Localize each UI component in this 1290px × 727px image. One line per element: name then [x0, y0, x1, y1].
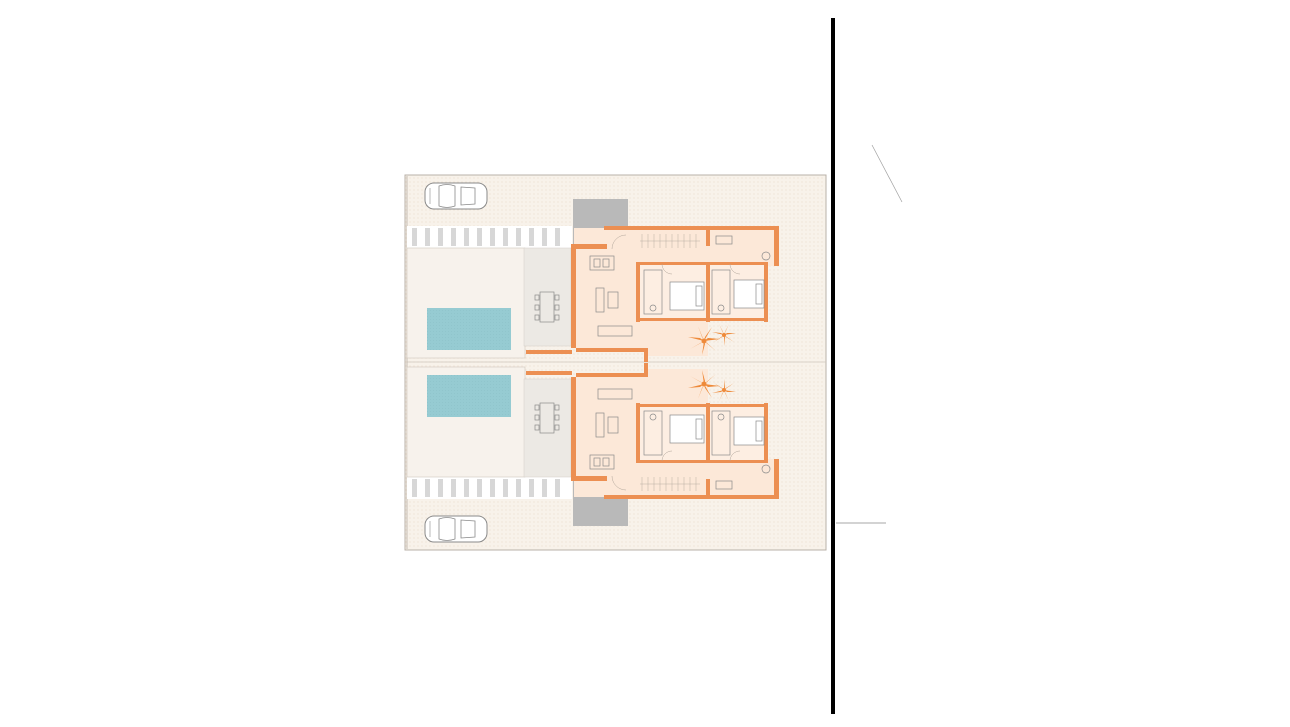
boundary-line [831, 18, 835, 714]
